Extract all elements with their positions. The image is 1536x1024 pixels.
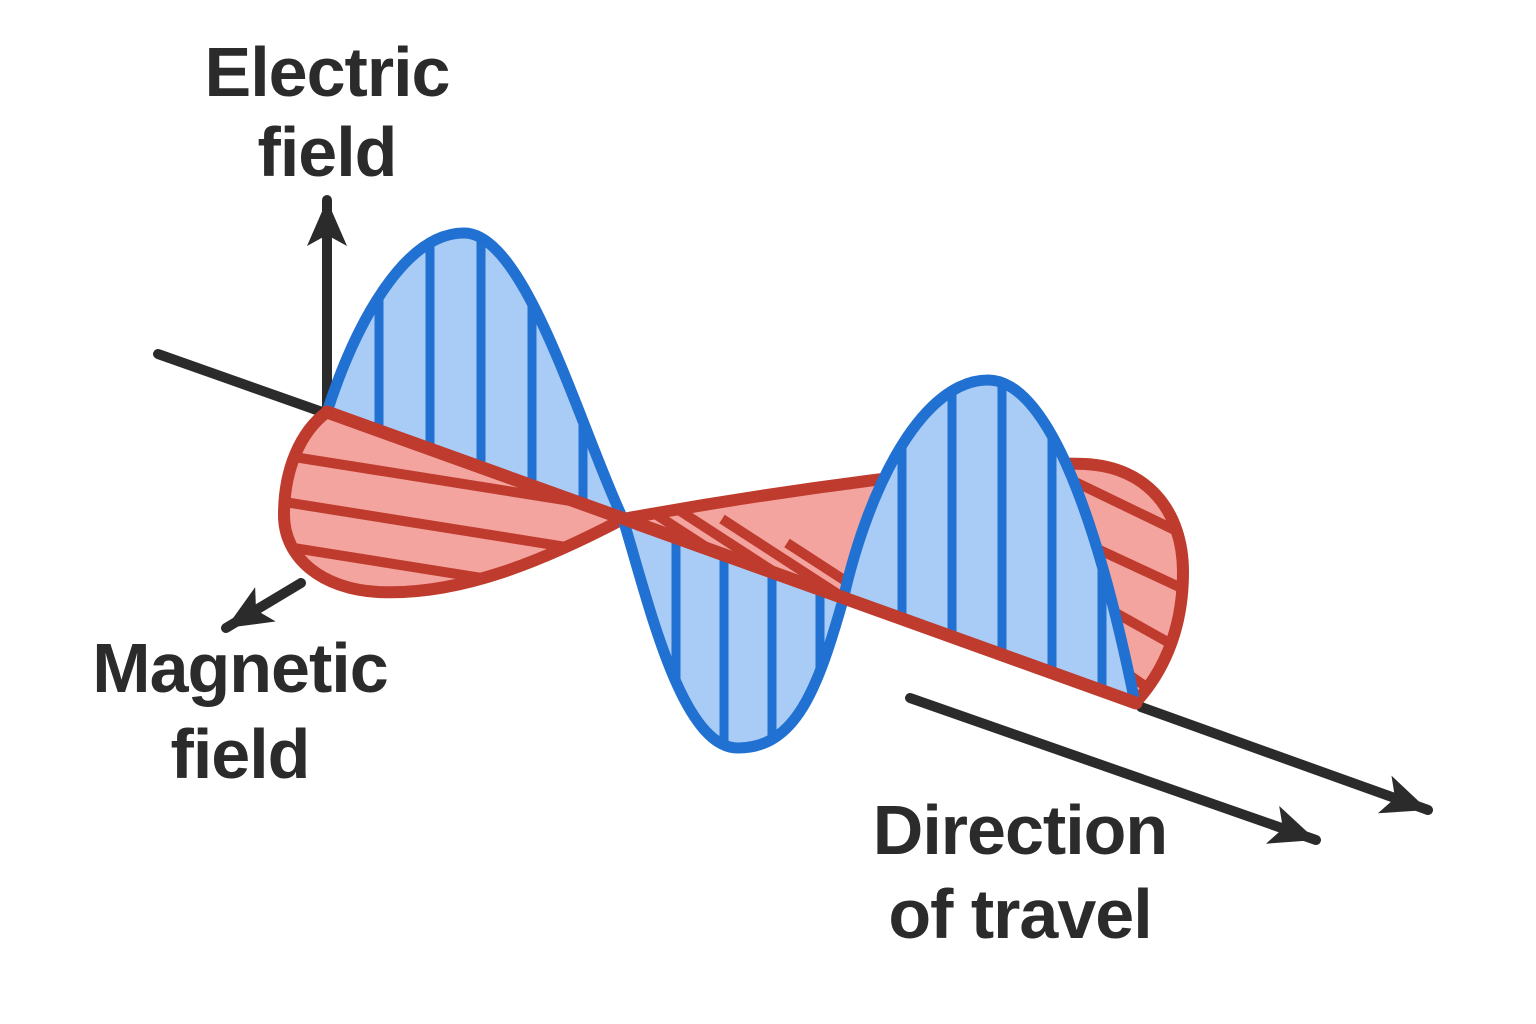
- magnetic-field-label-line2: field: [171, 715, 310, 793]
- electric-lobe1-fill: [327, 233, 623, 519]
- magnetic-field-label: Magnetic field: [92, 629, 388, 793]
- axes: [153, 195, 1433, 845]
- hatch-line: [284, 536, 623, 593]
- propagation-axis-left-segment: [153, 349, 347, 424]
- electric-wave-outline: [321, 227, 1141, 754]
- direction-of-travel-label-line2: of travel: [888, 875, 1151, 953]
- direction-of-travel-label-line1: Direction: [873, 791, 1167, 869]
- direction-of-travel-arrow-inner: [905, 693, 1321, 845]
- direction-of-travel-label: Direction of travel: [873, 791, 1168, 953]
- magnetic-field-axis-arrow: [221, 578, 306, 633]
- wave-propagation-baseline: [320, 405, 1143, 710]
- magnetic-field-label-line1: Magnetic: [92, 629, 387, 707]
- electric-field-label-line1: Electric: [205, 33, 450, 111]
- electric-field-label: Electric field: [205, 33, 451, 191]
- direction-of-travel-arrow-outer: [1136, 702, 1433, 815]
- electric-field-label-line2: field: [258, 113, 397, 191]
